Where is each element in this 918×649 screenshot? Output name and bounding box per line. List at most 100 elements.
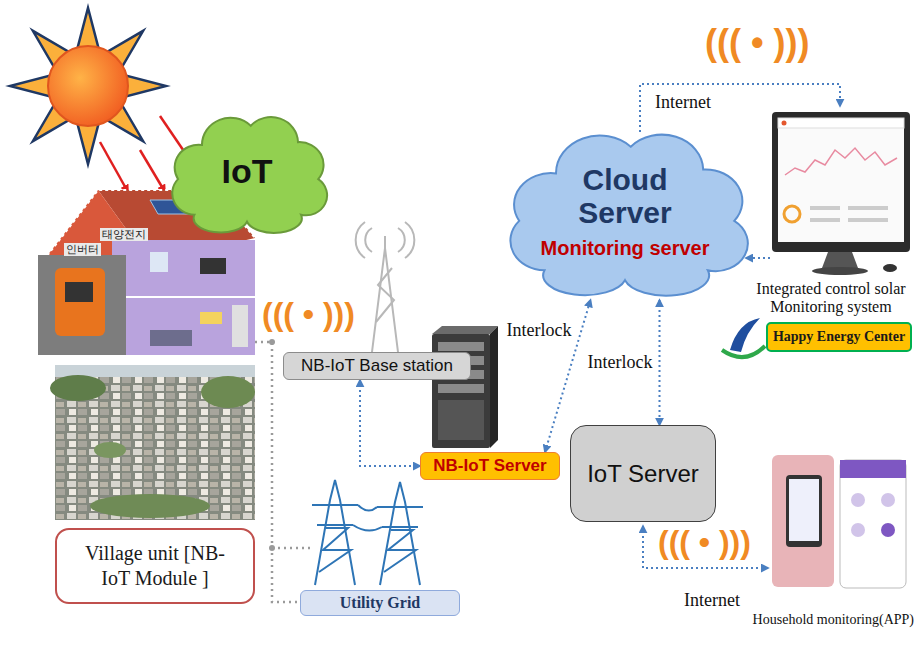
- screen-row: [848, 218, 888, 222]
- box-label: NB-IoT Base station: [301, 356, 453, 376]
- server-bay: [438, 384, 484, 393]
- monitor: [772, 112, 910, 275]
- app-icon: [881, 493, 895, 507]
- box-label: NB-IoT Server: [433, 456, 546, 476]
- cloud-title: IoT: [222, 152, 273, 191]
- grid-box: Utility Grid: [300, 590, 460, 616]
- phone-app: [772, 455, 906, 588]
- screen-logo: [782, 121, 787, 126]
- tower-frame: [380, 482, 420, 585]
- village-trees: [50, 375, 106, 401]
- house-wall: [112, 240, 255, 355]
- box-label: Happy Energy Center: [773, 329, 905, 345]
- tower-arm: [382, 526, 418, 528]
- server-grille: [438, 400, 484, 440]
- sun-ray: [77, 122, 99, 164]
- internet-link: [746, 257, 770, 259]
- tower-arm: [377, 506, 423, 508]
- house-floor: [112, 296, 255, 298]
- phone-photo: [772, 455, 834, 587]
- antenna-tower: [356, 222, 415, 352]
- signal-icon: ((( • ))): [262, 296, 355, 333]
- interlock-connector: [360, 380, 420, 466]
- app-screen: [840, 460, 906, 588]
- sunlight-arrow: [100, 142, 128, 192]
- link-label: Internet: [684, 590, 740, 611]
- sun: [10, 8, 166, 164]
- wire-dot: [269, 339, 275, 345]
- server-side: [490, 326, 498, 448]
- app-header: [840, 460, 906, 478]
- logo-arc: [722, 346, 765, 357]
- tower-brace: [319, 528, 351, 572]
- sun-disc: [48, 46, 128, 126]
- monitor-screen: [778, 118, 904, 242]
- signal-icon: ((( • ))): [705, 22, 810, 63]
- sunlight-arrow: [140, 150, 165, 192]
- box-label: IoT Server: [587, 460, 699, 488]
- house-window: [150, 252, 168, 272]
- link-label: Internet: [655, 92, 711, 113]
- village-trees: [94, 442, 126, 458]
- sun-ray-shape: [10, 75, 52, 97]
- brand-box: Happy Energy Center: [766, 322, 912, 352]
- inverter-device: [55, 268, 105, 336]
- process-box: IoT Server: [570, 425, 716, 522]
- korean-tag: 태양전지: [100, 228, 148, 241]
- inverter-photo: [38, 255, 126, 355]
- tower-arm: [317, 524, 353, 526]
- sun-ray-shape: [124, 75, 166, 97]
- sun-ray: [10, 75, 52, 97]
- monitor-bezel: [772, 112, 910, 252]
- power-wire: [255, 342, 300, 602]
- mouse: [883, 264, 897, 272]
- phone-body: [786, 475, 822, 547]
- antenna-wave: [405, 222, 414, 258]
- village-box: Village unit [NB-IoT Module ]: [55, 528, 255, 604]
- box-label: Village unit [NB-IoT Module ]: [75, 541, 235, 591]
- cloud-server: Cloud ServerMonitoring server: [510, 122, 740, 300]
- tower-frame: [315, 480, 355, 585]
- screen-row: [810, 206, 840, 210]
- inverter-panel: [65, 282, 93, 302]
- village-trees: [90, 494, 210, 518]
- server-label-box: NB-IoT Server: [420, 452, 560, 480]
- monitor-stand: [822, 252, 858, 268]
- sun-ray: [124, 75, 166, 97]
- server-icon: [432, 326, 498, 448]
- house-tv: [200, 258, 226, 274]
- house-sofa: [150, 330, 192, 346]
- monitor-base: [812, 267, 868, 275]
- antenna-tip: [384, 236, 386, 248]
- korean-tag: 인버터: [64, 243, 101, 256]
- antenna-wave: [356, 222, 365, 258]
- system-caption: Integrated control solar Monitoring syst…: [748, 280, 914, 317]
- app-caption: Household monitoring(APP): [753, 612, 914, 628]
- house-table: [200, 312, 222, 324]
- tower-brace: [384, 530, 416, 572]
- screen-row: [848, 206, 888, 210]
- antenna-mast: [372, 248, 398, 352]
- transmission-towers: [312, 480, 423, 585]
- power-wires: [255, 342, 312, 602]
- app-icon: [851, 523, 865, 537]
- house-fridge: [232, 305, 248, 347]
- cloud-title: Cloud Server: [550, 163, 700, 229]
- app-icon: [881, 523, 895, 537]
- screen-header: [778, 118, 904, 128]
- screen-row: [810, 218, 840, 222]
- server-top: [432, 326, 498, 334]
- wire-dot: [269, 545, 275, 551]
- sun-ray: [77, 8, 99, 50]
- tower-arm: [312, 504, 358, 506]
- antenna-wave: [398, 228, 405, 252]
- interlock-connector: [659, 300, 661, 425]
- screen-chart: [785, 148, 897, 175]
- base-station-box: NB-IoT Base station: [283, 352, 471, 380]
- iot-cloud: IoT: [172, 108, 322, 236]
- cloud-subtitle: Monitoring server: [541, 237, 710, 260]
- village-sky: [55, 365, 255, 377]
- village-trees: [201, 376, 255, 408]
- screen-gauge: [784, 206, 800, 222]
